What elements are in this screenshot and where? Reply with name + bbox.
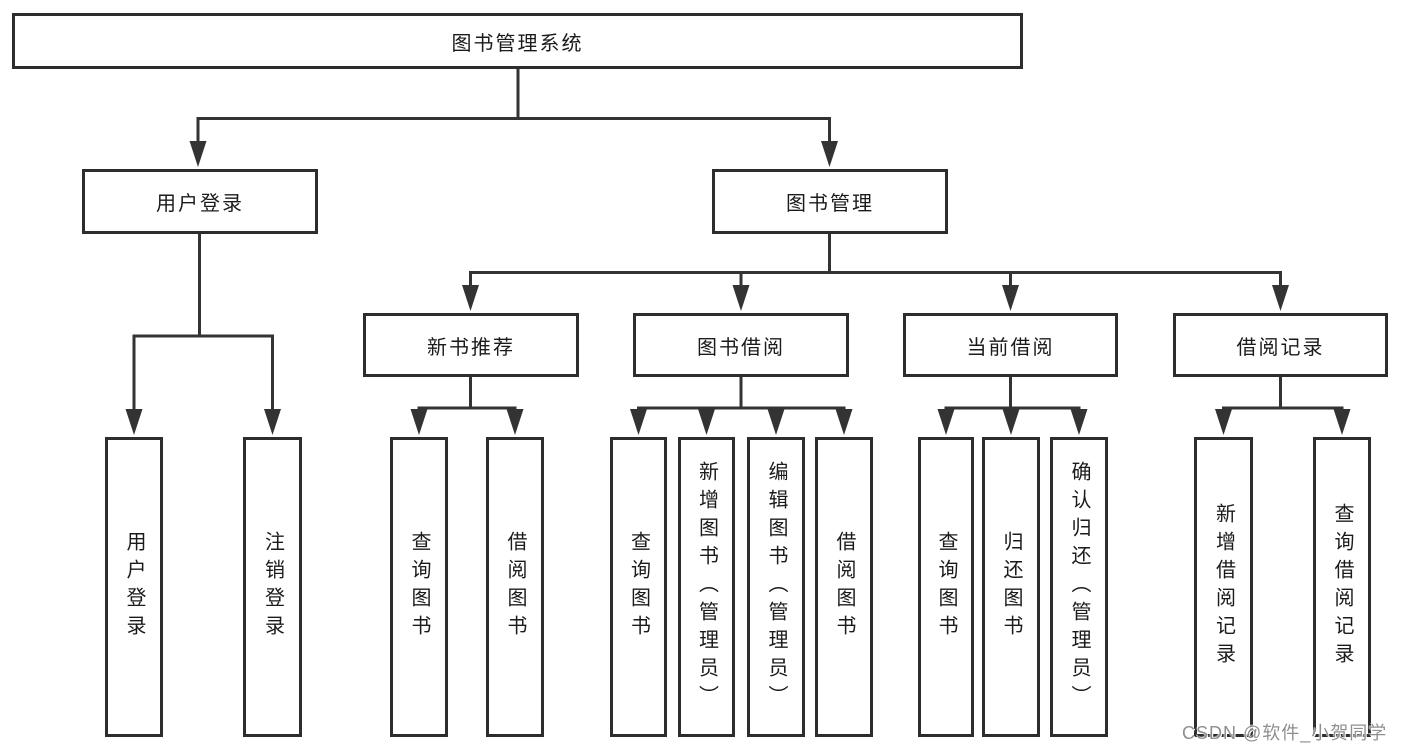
connector-records-children <box>1222 375 1344 418</box>
arrow-icon <box>264 409 281 435</box>
node-leaf-return-books: 归还图书 <box>982 437 1040 737</box>
arrow-icon <box>937 409 955 435</box>
node-book-management: 图书管理 <box>712 169 948 234</box>
arrow-icon <box>821 141 838 167</box>
node-current-borrow: 当前借阅 <box>903 313 1118 377</box>
connector-root-to-level2 <box>196 68 831 149</box>
node-label: 查询图书 <box>627 531 650 643</box>
connector-user-login-children <box>132 232 274 416</box>
connector-book-management-children <box>469 232 1282 293</box>
connector-borrow-children <box>637 375 846 418</box>
node-leaf-user-login: 用户登录 <box>105 437 163 737</box>
node-label: 新书推荐 <box>427 336 515 359</box>
node-leaf-edit-books-admin: 编辑图书（管理员） <box>747 437 805 737</box>
node-label: 编辑图书（管理员） <box>765 461 787 713</box>
arrow-icon <box>462 285 479 311</box>
node-label: 查询图书 <box>935 531 957 643</box>
node-label: 用户登录 <box>156 193 244 215</box>
node-label: 查询图书 <box>408 531 430 643</box>
node-label: 确认归还（管理员） <box>1068 461 1090 713</box>
arrow-icon <box>1272 285 1289 311</box>
node-leaf-add-borrow-record: 新增借阅记录 <box>1194 437 1253 737</box>
arrow-icon <box>125 409 143 435</box>
csdn-watermark: CSDN @软件_小贺同学 <box>1182 723 1388 743</box>
node-user-login: 用户登录 <box>82 169 318 234</box>
node-label: 借阅记录 <box>1236 336 1325 359</box>
arrow-icon <box>1002 285 1019 311</box>
node-label: 用户登录 <box>123 531 145 643</box>
node-label: 图书管理 <box>786 193 874 215</box>
arrow-icon <box>767 409 785 435</box>
arrow-icon <box>410 409 428 435</box>
node-leaf-logout: 注销登录 <box>243 437 302 737</box>
node-label: 当前借阅 <box>966 336 1055 359</box>
node-leaf-confirm-return-admin: 确认归还（管理员） <box>1050 437 1108 737</box>
node-leaf-query-books-borrow: 查询图书 <box>610 437 667 737</box>
node-leaf-borrow-books: 借阅图书 <box>815 437 873 737</box>
node-leaf-query-books-recommend: 查询图书 <box>390 437 448 737</box>
node-borrow-records: 借阅记录 <box>1173 313 1388 377</box>
node-leaf-add-books-admin: 新增图书（管理员） <box>678 437 735 737</box>
node-book-borrow: 图书借阅 <box>633 313 849 377</box>
node-leaf-query-borrow-record: 查询借阅记录 <box>1313 437 1371 737</box>
node-root-library-system: 图书管理系统 <box>12 13 1023 69</box>
arrow-icon <box>698 409 715 435</box>
node-label: 新增借阅记录 <box>1212 503 1235 671</box>
node-label: 归还图书 <box>1000 531 1022 643</box>
node-label: 新增图书（管理员） <box>695 461 718 713</box>
arrow-icon <box>1333 409 1351 435</box>
node-label: 查询借阅记录 <box>1331 503 1353 671</box>
connector-recommend-children <box>417 375 517 418</box>
arrowheads <box>125 141 1351 435</box>
arrow-icon <box>506 409 524 435</box>
arrow-icon <box>1215 409 1232 435</box>
arrow-icon <box>732 285 750 311</box>
node-label: 借阅图书 <box>504 531 526 643</box>
node-label: 注销登录 <box>261 531 284 643</box>
node-label: 图书借阅 <box>697 336 785 359</box>
node-leaf-borrow-books-recommend: 借阅图书 <box>486 437 544 737</box>
arrow-icon <box>630 409 647 435</box>
node-label: 借阅图书 <box>833 531 855 643</box>
arrow-icon <box>1002 409 1020 435</box>
node-label: 图书管理系统 <box>451 32 584 55</box>
arrow-icon <box>1070 409 1088 435</box>
arrow-icon <box>189 141 207 167</box>
node-new-book-recommend: 新书推荐 <box>363 313 579 377</box>
arrow-icon <box>835 409 853 435</box>
node-leaf-query-books-current: 查询图书 <box>918 437 974 737</box>
